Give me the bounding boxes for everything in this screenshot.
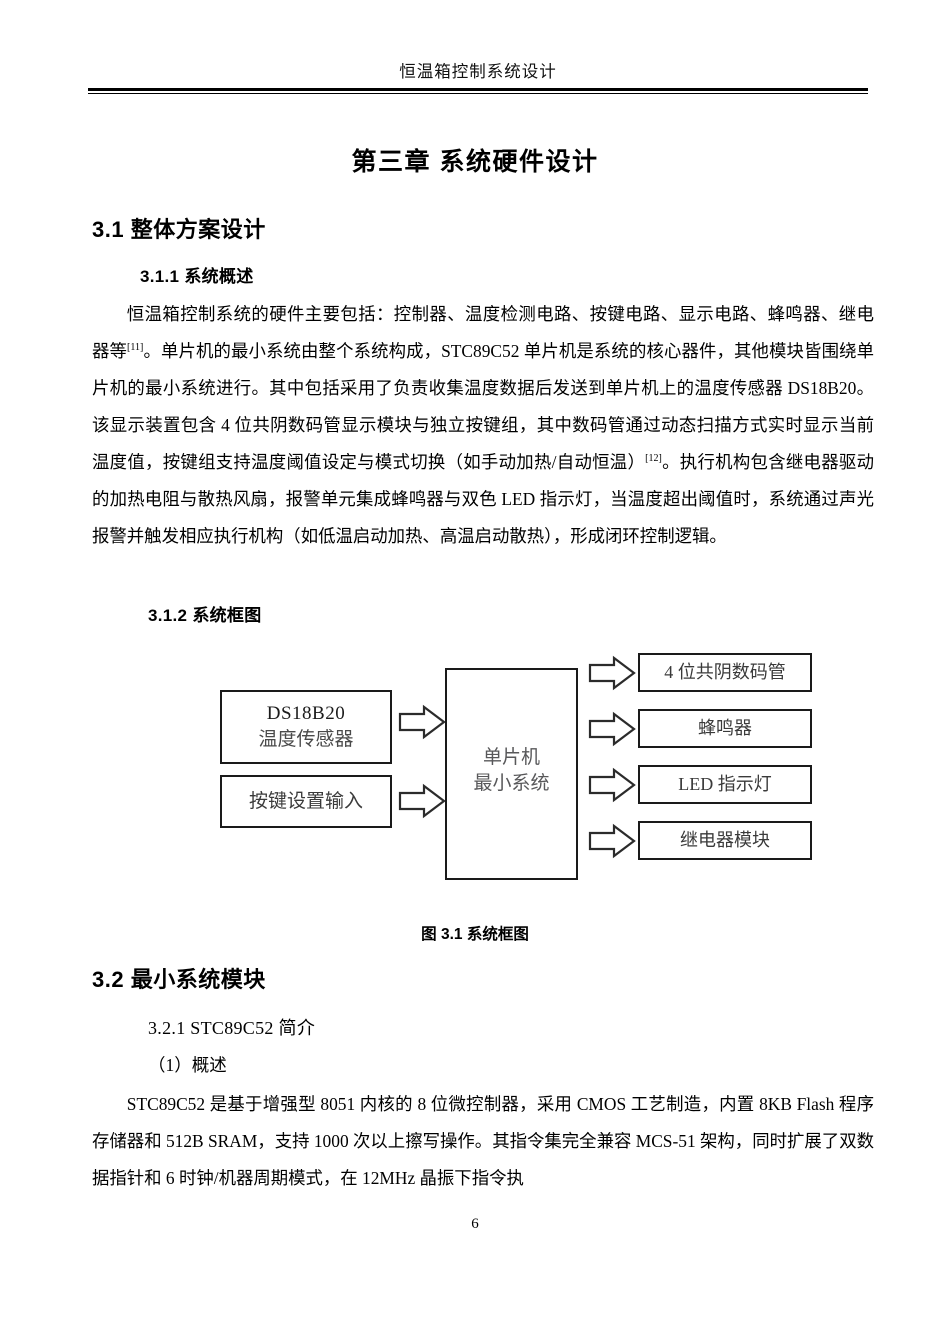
diagram-box-led-indicator: LED 指示灯	[638, 765, 812, 804]
heading-3-2: 3.2 最小系统模块	[92, 967, 266, 992]
mcu-label-line1: 单片机	[482, 747, 540, 769]
running-header-title: 恒温箱控制系统设计	[399, 62, 557, 81]
arrow-mcu-to-buzzer	[588, 711, 636, 747]
sensor-part-number: DS18B20	[266, 703, 346, 725]
arrow-sensor-to-mcu	[398, 704, 446, 740]
diagram-box-relay-module: 继电器模块	[638, 821, 812, 860]
diagram-box-buzzer: 蜂鸣器	[638, 709, 812, 748]
arrow-mcu-to-display	[588, 655, 636, 691]
subitem-1-overview: （1）概述	[148, 1055, 227, 1075]
mcu-label-line2: 最小系统	[473, 773, 550, 794]
paragraph-system-overview: 恒温箱控制系统的硬件主要包括：控制器、温度检测电路、按键电路、显示电路、蜂鸣器、…	[92, 296, 874, 555]
sensor-label: 温度传感器	[258, 729, 354, 750]
citation-marker-12: [12]	[645, 453, 662, 465]
arrow-mcu-to-relay	[588, 823, 636, 859]
running-header: 恒温箱控制系统设计	[88, 62, 868, 94]
output-label-relay: 继电器模块	[680, 830, 770, 851]
key-input-label: 按键设置输入	[248, 790, 363, 812]
citation-marker-11: [11]	[127, 342, 144, 354]
heading-3-1-1: 3.1.1 系统概述	[140, 267, 254, 286]
figure-caption-3-1: 图 3.1 系统框图	[421, 926, 529, 943]
output-label-led: LED 指示灯	[678, 774, 772, 795]
diagram-box-mcu-minimum-system: 单片机 最小系统	[445, 668, 578, 880]
heading-3-2-1: 3.2.1 STC89C52 简介	[148, 1018, 316, 1038]
heading-3-1: 3.1 整体方案设计	[92, 217, 266, 242]
page-number: 6	[471, 1216, 479, 1232]
diagram-box-seven-segment-display: 4 位共阴数码管	[638, 653, 812, 692]
output-label-display: 4 位共阴数码管	[664, 662, 786, 683]
arrow-key-to-mcu	[398, 783, 446, 819]
paragraph-part-3: 。执行机构包含继电器驱动的加热电阻与散热风扇，报警单元集成蜂鸣器与双色 LED …	[92, 452, 874, 546]
paragraph-stc89c52-intro: STC89C52 是基于增强型 8051 内核的 8 位微控制器，采用 CMOS…	[92, 1094, 874, 1188]
diagram-box-key-input: 按键设置输入	[220, 775, 392, 828]
arrow-mcu-to-led	[588, 767, 636, 803]
chapter-title: 第三章 系统硬件设计	[351, 148, 599, 176]
header-divider-rule	[88, 87, 868, 94]
diagram-box-temperature-sensor: DS18B20 温度传感器	[220, 690, 392, 764]
output-label-buzzer: 蜂鸣器	[698, 718, 752, 739]
heading-3-1-2: 3.1.2 系统框图	[148, 606, 262, 625]
paragraph-part-2: 。单片机的最小系统由整个系统构成，STC89C52 单片机是系统的核心器件，其他…	[92, 341, 874, 472]
paragraph-part-1: 恒温箱控制系统的硬件主要包括：控制器、温度检测电路、按键电路、显示电路、蜂鸣器、…	[92, 304, 874, 361]
